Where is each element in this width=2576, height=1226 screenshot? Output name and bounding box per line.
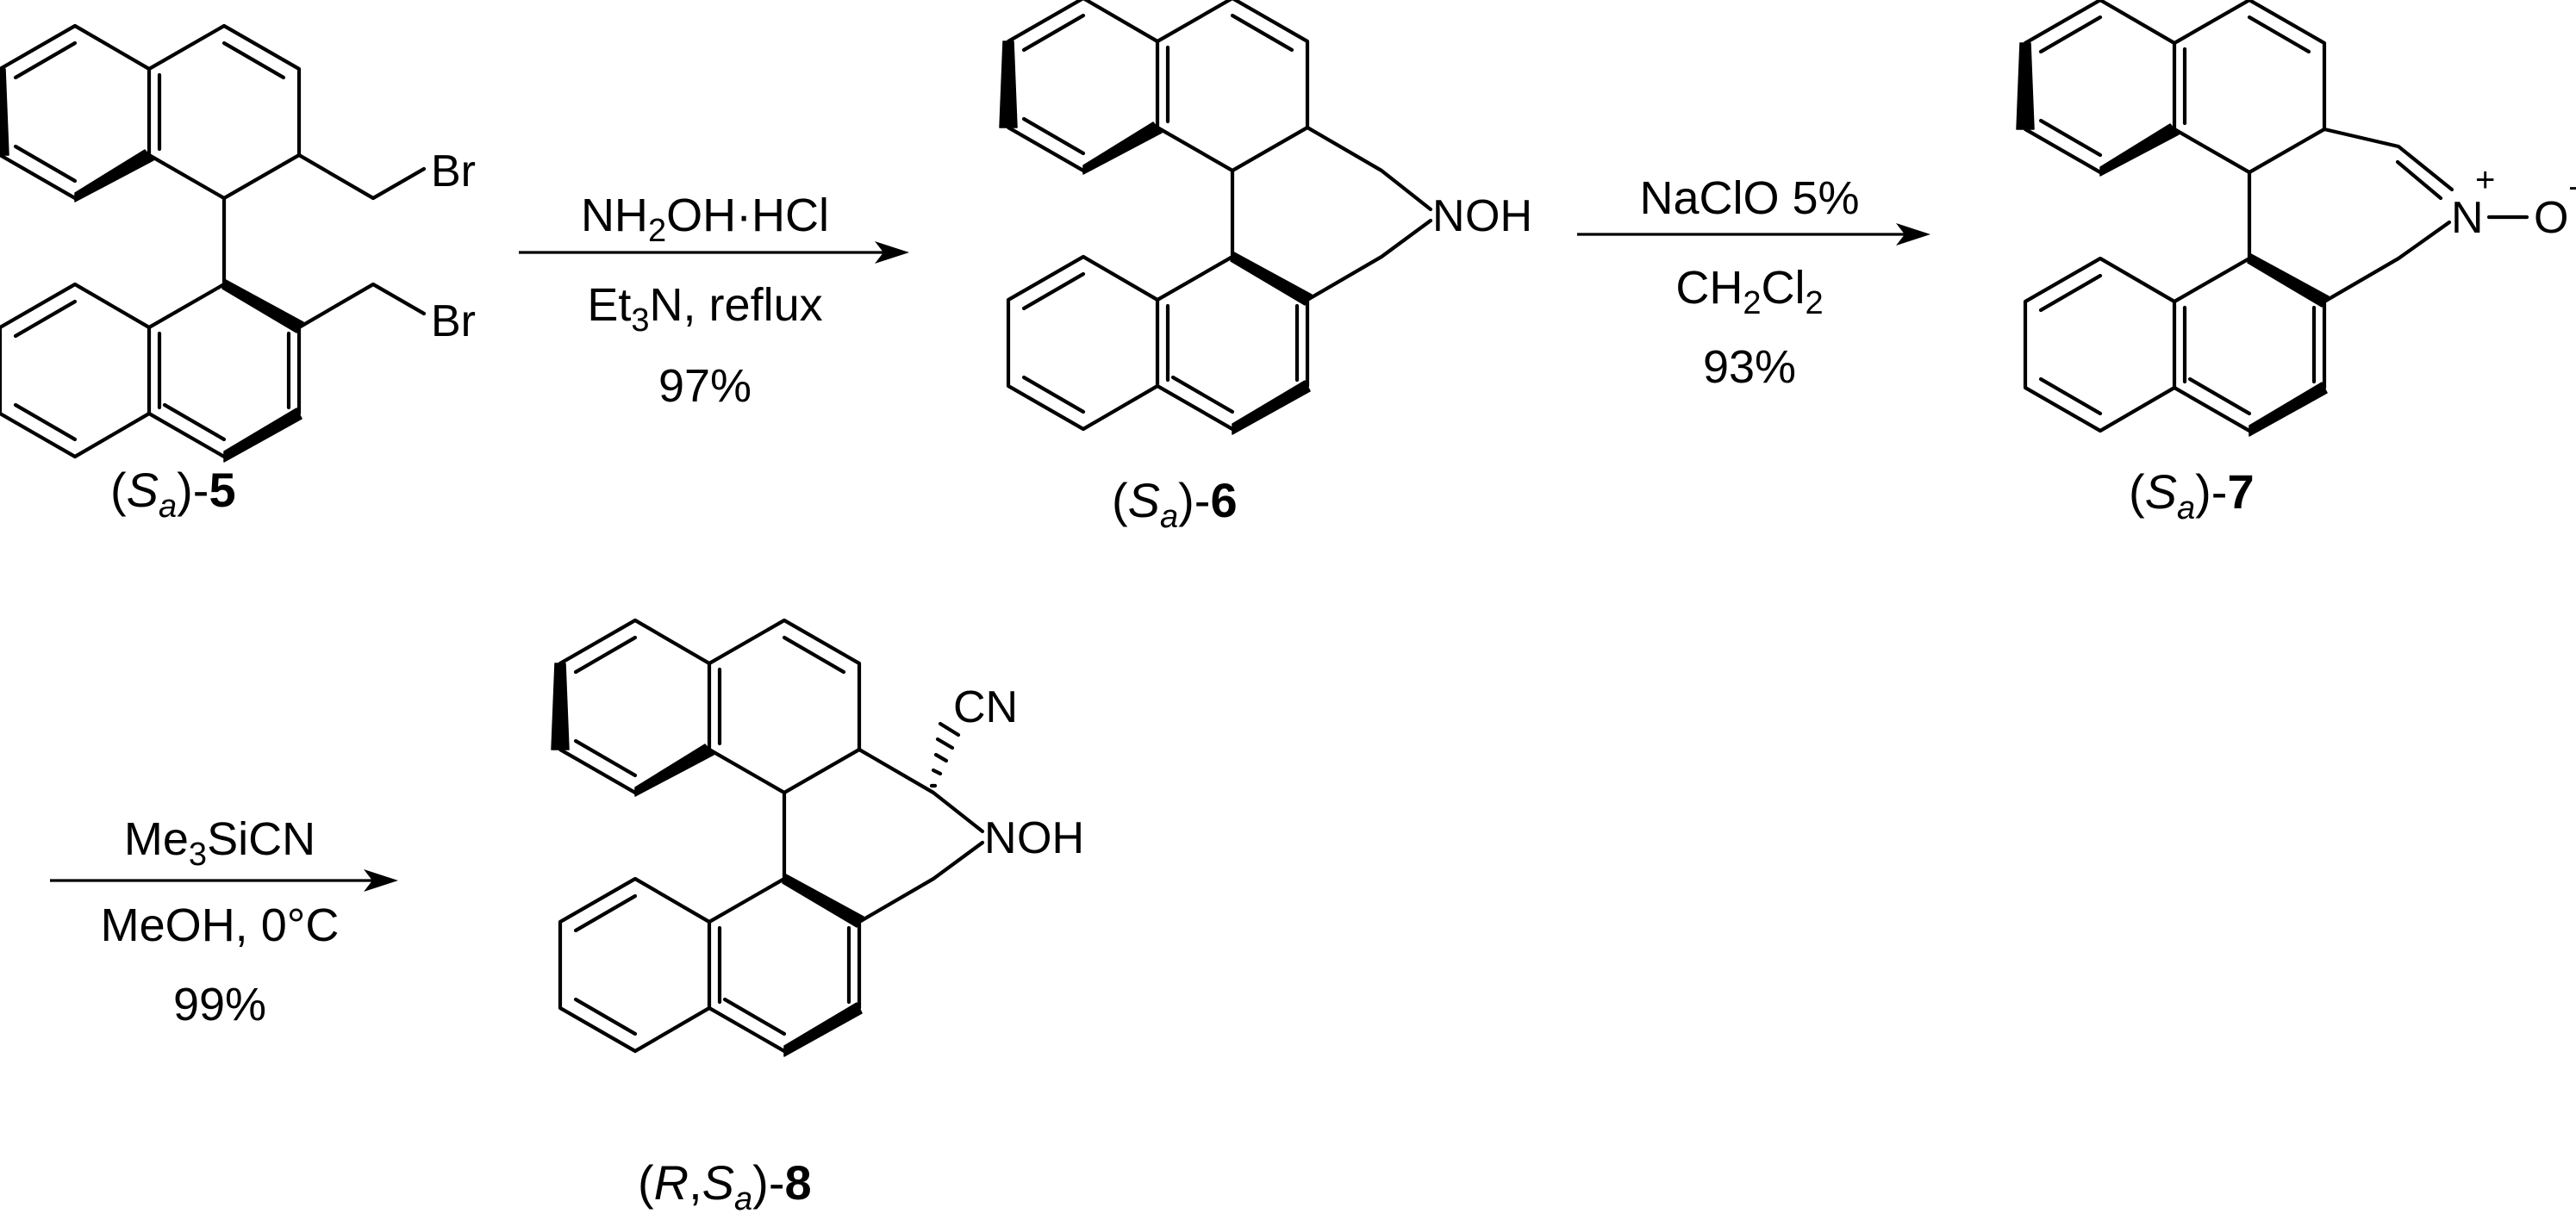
- compound-7-structure: N + O −: [2017, 0, 2576, 436]
- compound-label-8: (R,Sa)-8: [638, 1155, 812, 1217]
- charge-minus: −: [2568, 170, 2576, 208]
- step2-yield: 93%: [1703, 341, 1796, 393]
- step1-reagent: NH2OH·HCl: [581, 190, 829, 249]
- step3-reagent: Me3SiCN: [124, 813, 315, 873]
- compound-6-structure: N OH: [1000, 0, 1532, 434]
- step2-solvent: CH2Cl2: [1675, 262, 1823, 321]
- atom-oh-6: OH: [1465, 191, 1532, 241]
- step1-yield: 97%: [658, 360, 752, 412]
- step3-conditions: MeOH, 0°C: [101, 899, 340, 951]
- compound-label-6: (Sa)-6: [1112, 473, 1238, 535]
- compound-5-structure: Br Br: [0, 26, 476, 462]
- atom-oh-8: OH: [1017, 813, 1084, 863]
- atom-br-lower: Br: [431, 296, 476, 346]
- atom-o-7: O: [2534, 193, 2568, 243]
- atom-cn-8: CN: [953, 682, 1018, 732]
- atom-n-7: N: [2451, 193, 2484, 243]
- compound-8-structure: CN N OH: [552, 620, 1084, 1056]
- reaction-arrow-3: [50, 869, 398, 892]
- step2-reagent: NaClO 5%: [1639, 172, 1859, 224]
- atom-n-8: N: [984, 813, 1017, 863]
- charge-plus: +: [2475, 161, 2495, 199]
- step1-conditions: Et3N, reflux: [587, 279, 822, 339]
- reaction-arrow-1: [519, 241, 909, 264]
- compound-label-7: (Sa)-7: [2129, 464, 2255, 526]
- reaction-arrow-2: [1577, 223, 1930, 246]
- hashed-bond: [929, 721, 961, 788]
- step3-yield: 99%: [173, 979, 266, 1030]
- compound-label-5: (Sa)-5: [110, 463, 236, 525]
- atom-n-6: N: [1432, 191, 1465, 241]
- atom-br-upper: Br: [431, 146, 476, 196]
